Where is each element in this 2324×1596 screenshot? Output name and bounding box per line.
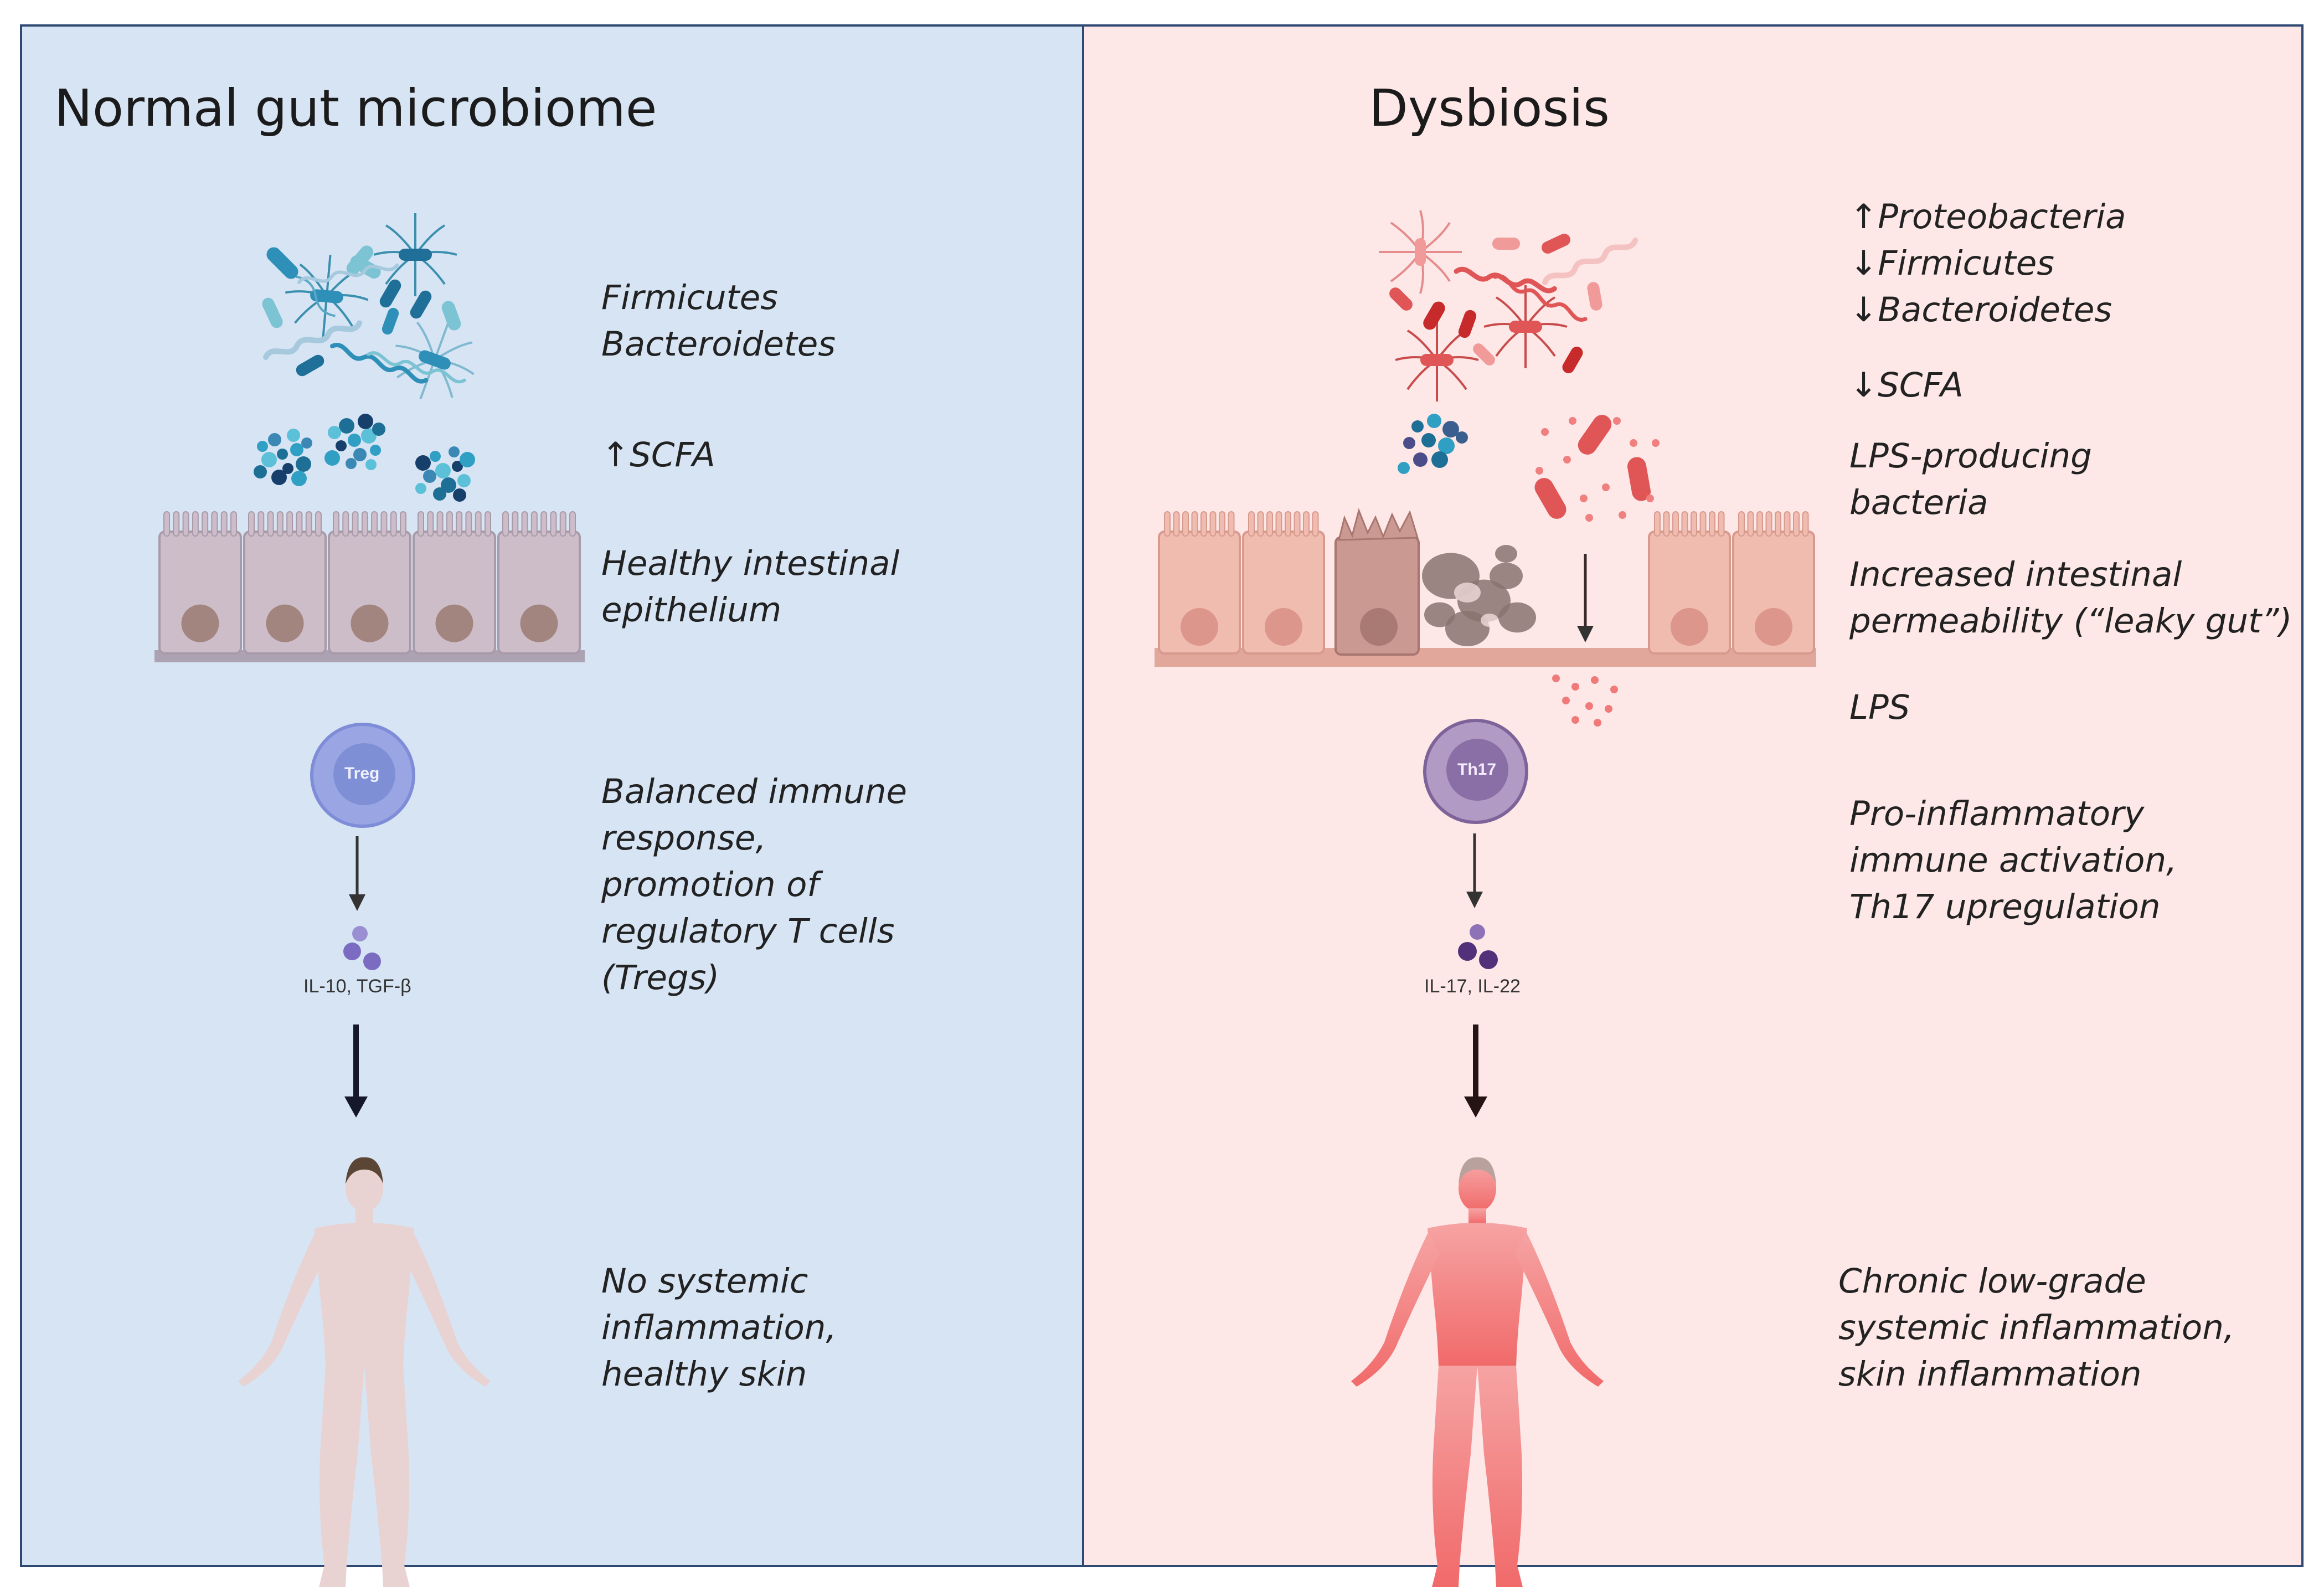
inflamed-person-icon (1351, 1157, 1604, 1587)
left-big-arrow (344, 1024, 368, 1118)
scfa-molecules-icon (254, 414, 475, 502)
right-bacteria-label: ↑Proteobacteria ↓Firmicutes ↓Bacteroidet… (1849, 197, 2126, 330)
healthy-person-icon (238, 1157, 491, 1587)
lps-bacteria-icon (1534, 415, 1660, 522)
lps-particles-icon (1552, 675, 1618, 727)
leaky-epithelium-icon (1155, 508, 1816, 667)
th17-cell-label: Th17 (1457, 760, 1497, 779)
right-outcome-label: Chronic low-grade systemic inflammation,… (1838, 1262, 2235, 1394)
cytokine-molecules-icon (1458, 924, 1498, 969)
left-epithelium-label: Healthy intestinal epithelium (601, 544, 900, 630)
normal-microbiome-panel (20, 24, 1084, 1567)
th17-cell-icon (1423, 719, 1528, 824)
left-outcome-label: No systemic inflammation, healthy skin (601, 1262, 837, 1394)
right-cytokine-caption: IL-17, IL-22 (1424, 976, 1521, 997)
right-permeability-label: Increased intestinal permeability (“leak… (1849, 555, 2292, 641)
cytokine-molecules-icon (343, 926, 381, 970)
dysbiosis-panel (1082, 24, 2304, 1567)
scfa-molecules-icon (1398, 414, 1468, 474)
left-bacteria-label: Firmicutes Bacteroidetes (601, 278, 836, 364)
right-lps-bacteria-label: LPS-producing bacteria (1849, 436, 2092, 522)
treg-cell-label: Treg (344, 764, 380, 782)
intestinal-epithelium-icon (154, 511, 585, 662)
pathogenic-bacteria-cluster-icon (1379, 210, 1638, 401)
left-immune-label: Balanced immune response, promotion of r… (601, 772, 908, 997)
right-panel-title: Dysbiosis (1369, 79, 1610, 138)
left-scfa-label: ↑SCFA (601, 435, 715, 475)
right-big-arrow (1464, 1024, 1487, 1118)
left-panel-title: Normal gut microbiome (54, 79, 657, 138)
right-scfa-label: ↓SCFA (1849, 365, 1964, 405)
treg-cell-icon (310, 723, 415, 828)
left-cytokine-caption: IL-10, TGF-β (303, 976, 411, 997)
bacteria-cluster-icon (262, 213, 475, 400)
right-lps-label: LPS (1849, 688, 1910, 727)
right-immune-label: Pro-inflammatory immune activation, Th17… (1849, 794, 2177, 926)
